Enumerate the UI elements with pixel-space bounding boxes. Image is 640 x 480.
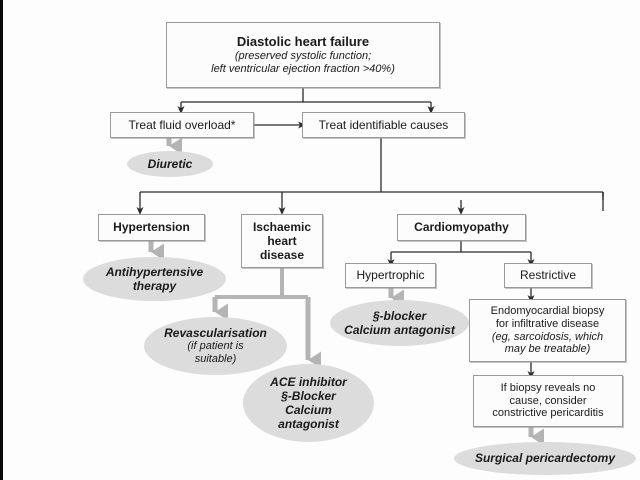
node-diuretic[interactable]: Diuretic (127, 151, 213, 177)
antihypertensive-line-2: therapy (132, 279, 177, 293)
cardiomyopathy-label: Cardiomyopathy (414, 220, 509, 235)
endomyocardial-line-2: for infiltrative disease (495, 317, 600, 330)
connector-cardiomyopathy-split (387, 241, 535, 267)
biopsy-negative-line-2: cause, consider (509, 394, 587, 407)
connector-root-split (177, 88, 435, 114)
identifiable-causes-label: Treat identifiable causes (318, 117, 449, 132)
hypertension-label: Hypertension (113, 220, 190, 235)
endomyocardial-line-3: (eg, sarcoidosis, which (491, 330, 604, 343)
biopsy-negative-line-3: constrictive pericarditis (492, 407, 604, 420)
ischaemic-line-3: disease (259, 248, 305, 263)
node-treat-identifiable-causes[interactable]: Treat identifiable causes (302, 112, 465, 138)
revascularisation-line-1: Revascularisation (164, 325, 267, 340)
revascularisation-line-2: (if patient is (187, 340, 244, 353)
node-endomyocardial-biopsy[interactable]: Endomyocardial biopsy for infiltrative d… (469, 299, 626, 362)
connector-causes-split (136, 138, 604, 215)
node-beta-blocker-calcium-antagonist[interactable]: §-blocker Calcium antagonist (330, 300, 469, 346)
root-line-1: Diastolic heart failure (236, 34, 370, 50)
root-line-2: (preserved systolic function; (234, 49, 372, 62)
node-ace-inhibitor-combination[interactable]: ACE inhibitor §-Blocker Calcium antagoni… (243, 364, 374, 442)
ace-line-1: ACE inhibitor (270, 374, 347, 389)
node-surgical-pericardectomy[interactable]: Surgical pericardectomy (454, 442, 636, 475)
ace-line-3: Calcium (285, 403, 332, 417)
endomyocardial-line-1: Endomyocardial biopsy (490, 304, 605, 317)
node-cardiomyopathy[interactable]: Cardiomyopathy (397, 214, 526, 241)
blocker-line-2: Calcium antagonist (344, 323, 455, 337)
ischaemic-line-1: Ischaemic (252, 219, 312, 234)
revascularisation-line-3: suitable) (194, 353, 237, 366)
diuretic-label: Diuretic (147, 156, 193, 171)
hypertrophic-label: Hypertrophic (356, 268, 425, 283)
node-diastolic-heart-failure[interactable]: Diastolic heart failure (preserved systo… (166, 22, 440, 88)
node-restrictive[interactable]: Restrictive (504, 263, 592, 288)
blocker-line-1: §-blocker (372, 308, 427, 323)
node-ischaemic-heart-disease[interactable]: Ischaemic heart disease (241, 214, 323, 268)
node-treat-fluid-overload[interactable]: Treat fluid overload* (110, 112, 254, 138)
ace-line-4: antagonist (278, 417, 339, 432)
node-biopsy-reveals-no-cause[interactable]: If biopsy reveals no cause, consider con… (473, 375, 623, 427)
ischaemic-line-2: heart (267, 233, 297, 248)
restrictive-label: Restrictive (519, 268, 576, 283)
biopsy-negative-line-1: If biopsy reveals no (500, 381, 596, 394)
node-antihypertensive-therapy[interactable]: Antihypertensive therapy (83, 257, 226, 301)
endomyocardial-line-4: may be treatable) (504, 343, 591, 356)
antihypertensive-line-1: Antihypertensive (105, 264, 204, 279)
ace-line-2: §-Blocker (281, 388, 336, 403)
node-hypertension[interactable]: Hypertension (98, 214, 205, 241)
node-revascularisation[interactable]: Revascularisation (if patient is suitabl… (144, 317, 287, 375)
node-hypertrophic[interactable]: Hypertrophic (345, 263, 436, 288)
fluid-overload-label: Treat fluid overload* (128, 117, 236, 132)
pericardectomy-label: Surgical pericardectomy (474, 451, 616, 466)
root-line-3: left ventricular ejection fraction >40%) (211, 62, 395, 75)
